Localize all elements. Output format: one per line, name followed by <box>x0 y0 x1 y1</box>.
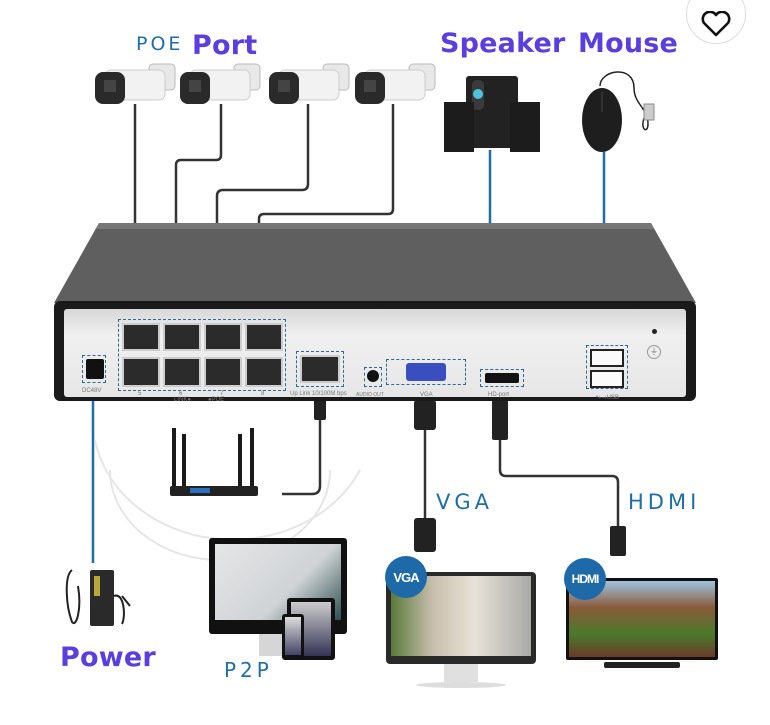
poe-port-6[interactable] <box>163 357 201 387</box>
link-label: LINK● <box>174 397 191 403</box>
port-number-6: 6 <box>179 391 183 397</box>
hdmi-cable <box>498 400 620 540</box>
camera-4 <box>355 62 439 113</box>
uplink-label: Up Link 10/100M bps <box>290 391 347 397</box>
usb-ports[interactable] <box>586 345 628 389</box>
camera-2 <box>180 62 264 113</box>
poe-port-5[interactable] <box>122 357 160 387</box>
port-number-8: 8 <box>261 391 265 397</box>
camera-1 <box>95 62 179 113</box>
poe-port-1[interactable] <box>122 323 160 351</box>
port-number-7: 7 <box>220 391 224 397</box>
nvr-top-cover <box>54 223 696 303</box>
dc-power-jack[interactable] <box>82 355 106 383</box>
poe-port-7[interactable] <box>204 357 242 387</box>
power-adapter <box>64 566 140 635</box>
hdmi-label: HDMI <box>628 490 701 514</box>
usb-label: •⟷USB <box>596 395 620 401</box>
port-label: Port <box>192 30 258 61</box>
poe-port-4[interactable] <box>245 323 283 351</box>
vga-label: VGA <box>436 490 494 514</box>
ground-icon: ⏚ <box>647 345 661 359</box>
camera-cable-4 <box>257 104 395 320</box>
poe-label: POE <box>136 33 184 55</box>
poe-port-8[interactable] <box>245 357 283 387</box>
mouse-label: Mouse <box>578 28 679 59</box>
hdmi-plug-top <box>492 400 508 440</box>
uplink-port-frame <box>296 351 344 387</box>
hdmi-badge: HDMI <box>564 558 606 600</box>
poe-port-group <box>118 319 286 391</box>
speaker-label: Speaker <box>440 28 566 59</box>
p2p-label: P2P <box>224 658 273 682</box>
vga-port-label: VGA <box>420 392 433 398</box>
poe-port-3[interactable] <box>204 323 242 351</box>
hd-port-label: HD-port <box>488 392 510 398</box>
p2p-phone <box>282 614 304 660</box>
nvr-front-panel: DC48V 5 6 7 8 LINK● ●POE Up Link 10/100M… <box>54 301 696 403</box>
camera-cable-3 <box>215 104 310 320</box>
usb-mouse <box>578 68 662 161</box>
vga-badge: VGA <box>385 556 427 598</box>
dc-label: DC48V <box>82 388 102 394</box>
power-label: Power <box>60 642 156 673</box>
speaker-set <box>444 72 542 161</box>
wifi-router <box>168 428 268 503</box>
hdmi-port[interactable] <box>480 369 524 387</box>
audio-out-jack[interactable] <box>364 367 382 387</box>
poe-indicator-label: ●POE <box>208 397 225 403</box>
heart-outline-icon <box>701 11 731 37</box>
router-cable <box>282 400 322 496</box>
port-number-5: 5 <box>138 391 142 397</box>
camera-3 <box>269 62 353 113</box>
vga-plug-top <box>414 400 436 430</box>
camera-cable-2 <box>174 104 223 320</box>
screw-hole <box>652 329 657 334</box>
poe-port-2[interactable] <box>163 323 201 351</box>
vga-plug-bottom <box>414 518 436 552</box>
uplink-port[interactable] <box>300 355 340 383</box>
audio-out-label: AUDIO OUT <box>356 392 384 398</box>
vga-port[interactable] <box>386 359 466 385</box>
hdmi-plug-bottom <box>610 526 626 556</box>
